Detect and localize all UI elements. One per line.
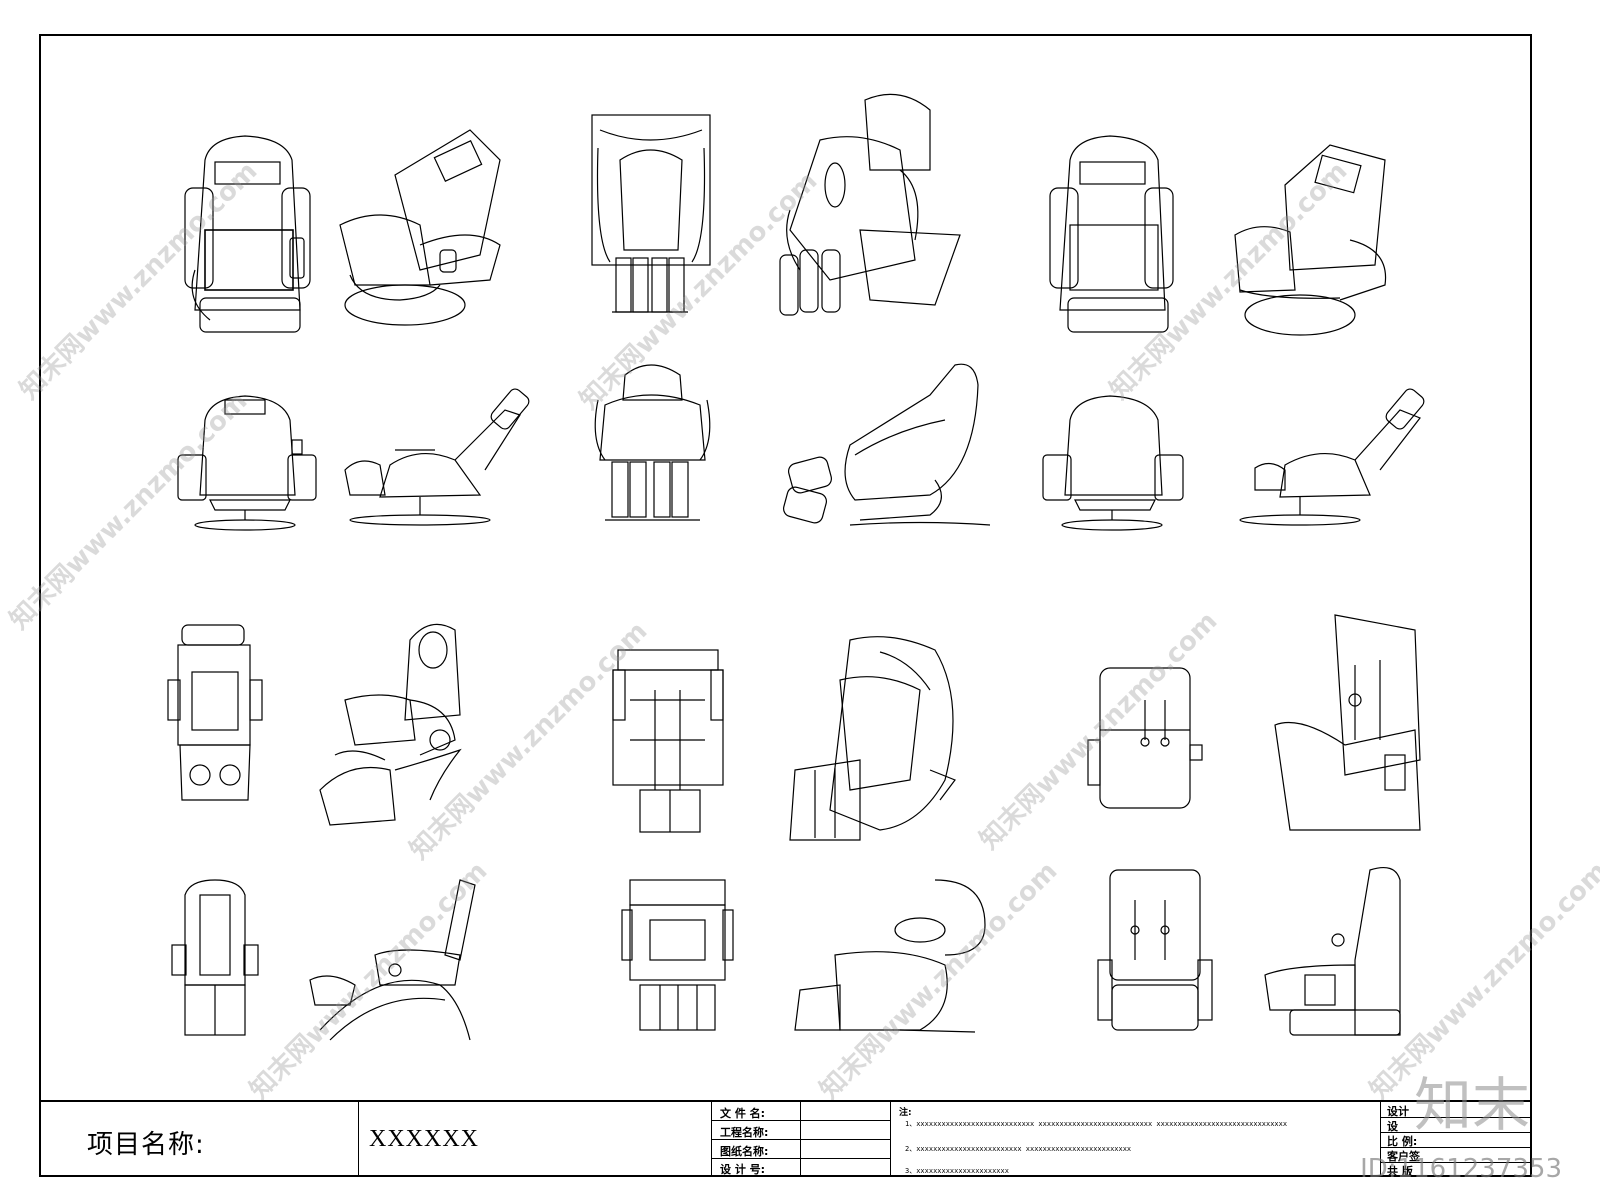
massage-chair-back-view: [1042, 395, 1184, 531]
project-name-cell: 项目名称:: [39, 1102, 359, 1177]
scale-label: 比 例:: [1387, 1135, 1418, 1148]
massage-chair-back-view: [177, 395, 317, 531]
brand-logo: 知末: [1413, 1071, 1530, 1139]
total-pages-label: 共 版: [1387, 1165, 1413, 1178]
file-name-label: 文 件 名:: [720, 1107, 766, 1120]
massage-chair-top-view: [612, 649, 724, 833]
massage-chair-front-view: [1049, 135, 1174, 333]
project-name-value: XXXXXX: [369, 1126, 479, 1152]
drawing-name-label: 图纸名称:: [720, 1145, 769, 1158]
project-title-label: 工程名称:: [720, 1126, 769, 1139]
drawing-sheet-border: [39, 34, 1532, 1177]
office-massage-chair-top-view: [1087, 667, 1203, 809]
massage-chair-reclined-side-view: [1239, 388, 1425, 526]
design-label: 设: [1387, 1120, 1398, 1133]
project-name-label: 项目名称:: [87, 1130, 205, 1160]
file-info-cell: 文 件 名: 工程名称: 图纸名称: 设 计 号:: [711, 1102, 891, 1177]
massage-chair-front-view: [594, 364, 711, 521]
note-line: 2、xxxxxxxxxxxxxxxxxxxxxxxxx xxxxxxxxxxxx…: [905, 1145, 1132, 1153]
office-massage-chair-front-view: [1097, 869, 1213, 1031]
massage-chair-reclined-side-view: [782, 363, 991, 526]
notes-cell: 注: 1、xxxxxxxxxxxxxxxxxxxxxxxxxxxx xxxxxx…: [891, 1102, 1381, 1177]
signature-cell: 设计 设 比 例: 客户签 共 版: [1381, 1102, 1530, 1178]
massage-chair-front-view: [621, 879, 734, 1031]
design-number-label: 设 计 号:: [720, 1163, 766, 1176]
massage-chair-perspective-view: [779, 93, 961, 316]
massage-chair-perspective-view: [339, 129, 501, 326]
massage-chair-side-view: [794, 879, 986, 1033]
notes-label: 注:: [899, 1108, 912, 1118]
massage-chair-perspective-view: [1234, 144, 1387, 336]
office-massage-chair-perspective-view: [1274, 614, 1421, 831]
massage-chair-reclined-side-view: [344, 388, 530, 526]
pedicure-chair-top-view: [167, 624, 263, 801]
note-line: 1、xxxxxxxxxxxxxxxxxxxxxxxxxxxx xxxxxxxxx…: [905, 1120, 1288, 1128]
office-massage-chair-side-view: [1264, 867, 1401, 1036]
client-signature-label: 客户签: [1387, 1150, 1420, 1163]
image-id-text: ID:1161237353: [1360, 1154, 1562, 1184]
massage-chair-front-view: [184, 135, 311, 333]
title-block: 项目名称: XXXXXX 文 件 名: 工程名称: 图纸名称: 设 计 号: 注…: [39, 1100, 1532, 1178]
pedicure-chair-perspective-view: [319, 623, 462, 826]
designer-label: 设计: [1387, 1105, 1409, 1118]
pedicure-chair-side-view: [309, 879, 476, 1041]
pedicure-chair-front-view: [171, 879, 259, 1036]
massage-chair-front-view: [591, 114, 711, 313]
massage-chair-perspective-view: [789, 636, 956, 841]
note-line: 3、xxxxxxxxxxxxxxxxxxxxxx: [905, 1167, 1009, 1175]
